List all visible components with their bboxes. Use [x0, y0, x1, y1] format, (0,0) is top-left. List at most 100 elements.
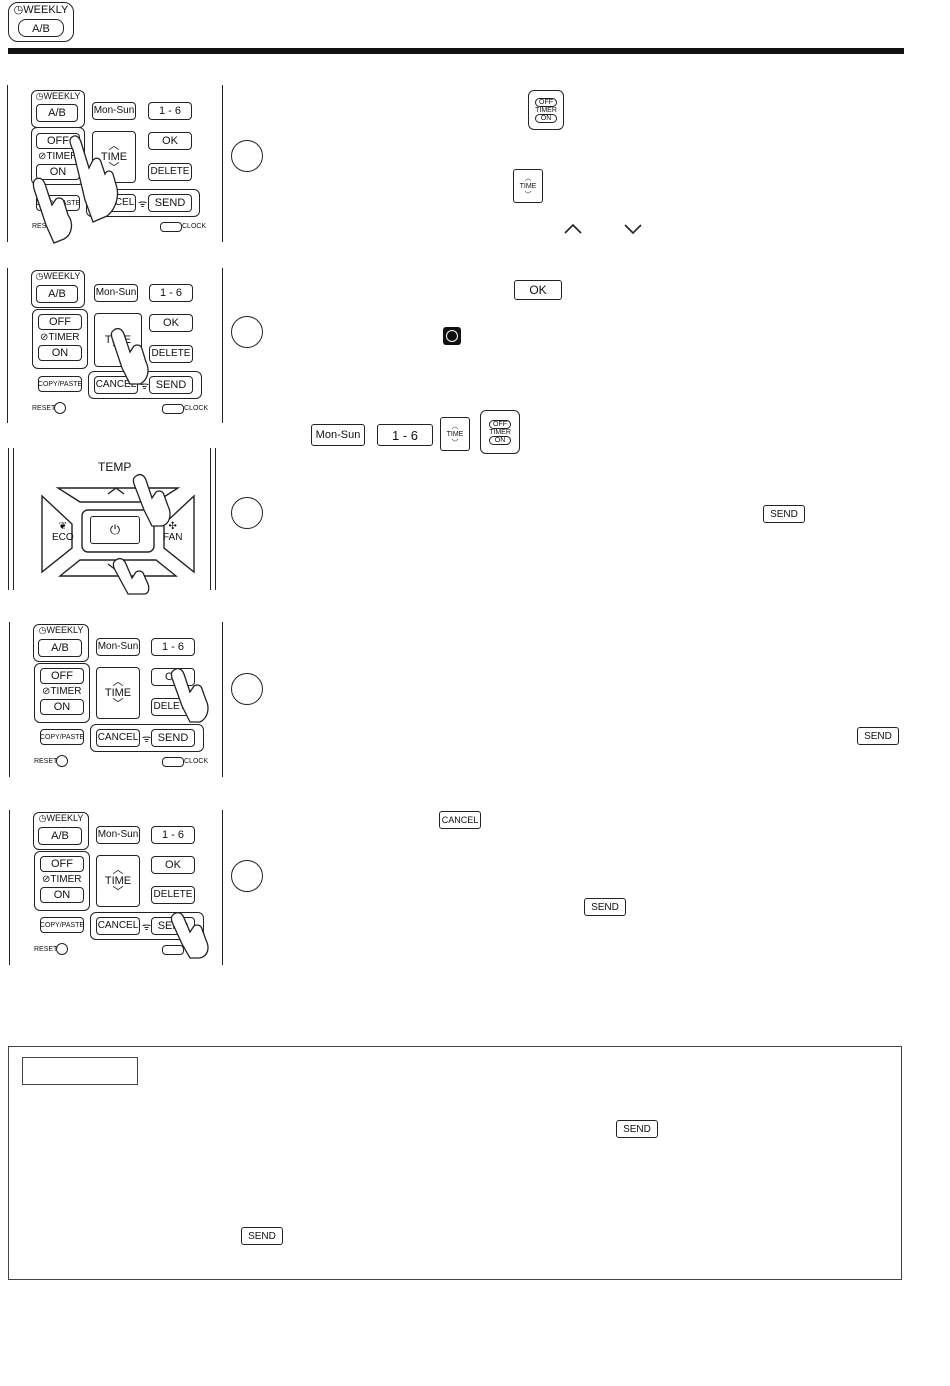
- send-inline-icon: SEND: [616, 1120, 658, 1138]
- ok-button[interactable]: OK: [149, 314, 193, 332]
- leaf-icon: ❦: [58, 521, 68, 532]
- reset-button[interactable]: [54, 402, 66, 414]
- step-circle-2: [231, 316, 263, 348]
- pointing-hand-icon: [112, 557, 150, 595]
- ab-button[interactable]: A/B: [36, 104, 78, 122]
- note-label-box: [22, 1057, 138, 1085]
- delete-button[interactable]: DELETE: [149, 345, 193, 363]
- one-six-button[interactable]: 1 - 6: [151, 826, 195, 844]
- reset-button[interactable]: [56, 755, 68, 767]
- one-six-button[interactable]: 1 - 6: [148, 102, 192, 120]
- chevron-down-icon: ﹀: [112, 885, 124, 898]
- weekly-ab-badge: ◷WEEKLY A/B: [8, 2, 74, 42]
- chevron-up-icon: ︿: [524, 174, 532, 182]
- cancel-button[interactable]: CANCEL: [94, 376, 138, 394]
- timer-on-button[interactable]: ON: [36, 164, 80, 180]
- timer-on-button[interactable]: ON: [40, 887, 84, 903]
- timer-label: TIMER: [46, 151, 78, 162]
- eco-label: ECO: [52, 532, 74, 543]
- wifi-icon: ᯤ: [140, 381, 150, 392]
- time-button[interactable]: ︿ TIME ﹀: [92, 131, 136, 183]
- send-button[interactable]: SEND: [149, 376, 193, 394]
- power-button[interactable]: ⏻: [90, 516, 140, 544]
- pointing-hand-icon: [170, 911, 209, 959]
- ab-button[interactable]: A/B: [36, 285, 78, 303]
- off-label: OFF: [489, 419, 511, 429]
- copy-paste-button[interactable]: COPY/PASTE: [40, 729, 84, 745]
- chevron-down-icon: ﹀: [108, 161, 120, 174]
- reset-label: RESET: [34, 758, 58, 765]
- reset-label: RESET: [32, 405, 56, 412]
- time-button[interactable]: ︿ TIME ﹀: [96, 667, 140, 719]
- delete-button[interactable]: DELETE: [151, 886, 195, 904]
- timer-off-button[interactable]: OFF: [38, 314, 82, 330]
- send-inline-icon: SEND: [241, 1227, 283, 1245]
- timer-group-inline-icon: OFF TIMER ON: [528, 90, 564, 130]
- timer-off-button[interactable]: OFF: [40, 668, 84, 684]
- cancel-button[interactable]: CANCEL: [96, 917, 140, 935]
- delete-button[interactable]: DELETE: [148, 163, 192, 181]
- copy-paste-button[interactable]: COPY/PASTE: [38, 376, 82, 392]
- power-icon: ⏻: [109, 522, 121, 537]
- off-label: OFF: [535, 97, 557, 107]
- timer-icon: ⊘: [38, 151, 47, 162]
- remote-step-5: ◷WEEKLY A/B Mon-Sun 1 - 6 OFF ⊘TIMER ON …: [9, 810, 223, 965]
- timer-off-button[interactable]: OFF: [40, 856, 84, 872]
- mon-sun-button[interactable]: Mon-Sun: [96, 826, 140, 844]
- clock-button[interactable]: [162, 945, 184, 955]
- chevron-up-icon: ︿: [451, 422, 459, 430]
- time-label: TIME: [104, 874, 132, 887]
- time-inline-icon: ︿ TIME ﹀: [440, 417, 470, 451]
- one-six-inline-icon: 1 - 6: [377, 424, 433, 446]
- up-down-chevrons-icon: [564, 223, 642, 235]
- remote-step-1: ◷WEEKLY A/B Mon-Sun 1 - 6 OFF ⊘TIMER ON …: [7, 85, 223, 244]
- pointing-hand-icon: [170, 667, 209, 723]
- chevron-down-icon: ﹀: [112, 697, 124, 710]
- timer-label: TIMER: [489, 428, 511, 436]
- mon-sun-button[interactable]: Mon-Sun: [94, 284, 138, 302]
- time-inline-icon: ︿ TIME ﹀: [513, 169, 543, 203]
- direction-pad[interactable]: [38, 476, 198, 588]
- clock-button[interactable]: [162, 757, 184, 767]
- ok-button[interactable]: OK: [151, 856, 195, 874]
- time-button[interactable]: ︿ TIME ﹀: [96, 855, 140, 907]
- chevron-up-icon: ︿: [112, 863, 124, 876]
- clock-button[interactable]: [162, 404, 184, 414]
- remote-step-4: ◷WEEKLY A/B Mon-Sun 1 - 6 OFF ⊘TIMER ON …: [9, 622, 223, 777]
- timer-on-button[interactable]: ON: [40, 699, 84, 715]
- header-rule: [8, 48, 904, 54]
- mon-sun-button[interactable]: Mon-Sun: [96, 638, 140, 656]
- timer-label: TIMER: [48, 332, 80, 343]
- ab-button[interactable]: A/B: [38, 639, 82, 657]
- temp-label: TEMP: [98, 460, 132, 474]
- clock-button[interactable]: [160, 222, 182, 232]
- mon-sun-button[interactable]: Mon-Sun: [92, 102, 136, 120]
- send-button[interactable]: SEND: [151, 729, 195, 747]
- step-circle-5: [231, 860, 263, 892]
- one-six-button[interactable]: 1 - 6: [149, 284, 193, 302]
- pointing-hand-icon: [110, 327, 149, 385]
- wifi-icon: ᯤ: [138, 199, 148, 210]
- timer-indicator-icon: [443, 327, 461, 345]
- eco-button[interactable]: ❦ ECO: [52, 521, 74, 543]
- reset-button[interactable]: [56, 943, 68, 955]
- cancel-button[interactable]: CANCEL: [96, 729, 140, 747]
- fan-button[interactable]: ✣ FAN: [163, 521, 182, 543]
- ok-inline-icon: OK: [514, 280, 562, 300]
- timer-label: TIMER: [535, 106, 557, 114]
- send-inline-icon: SEND: [584, 898, 626, 916]
- wifi-icon: ᯤ: [142, 734, 152, 745]
- timer-on-button[interactable]: ON: [38, 345, 82, 361]
- clock-label: CLOCK: [184, 758, 209, 765]
- step-circle-3: [231, 497, 263, 529]
- clock-label: CLOCK: [184, 405, 209, 412]
- copy-paste-button[interactable]: COPY/PASTE: [40, 917, 84, 933]
- time-label: TIME: [519, 182, 537, 190]
- cancel-inline-icon: CANCEL: [439, 811, 481, 829]
- one-six-button[interactable]: 1 - 6: [151, 638, 195, 656]
- timer-group: [32, 309, 88, 369]
- ok-button[interactable]: OK: [148, 132, 192, 150]
- send-button[interactable]: SEND: [148, 194, 192, 212]
- mon-sun-inline-icon: Mon-Sun: [311, 424, 365, 446]
- ab-button[interactable]: A/B: [38, 827, 82, 845]
